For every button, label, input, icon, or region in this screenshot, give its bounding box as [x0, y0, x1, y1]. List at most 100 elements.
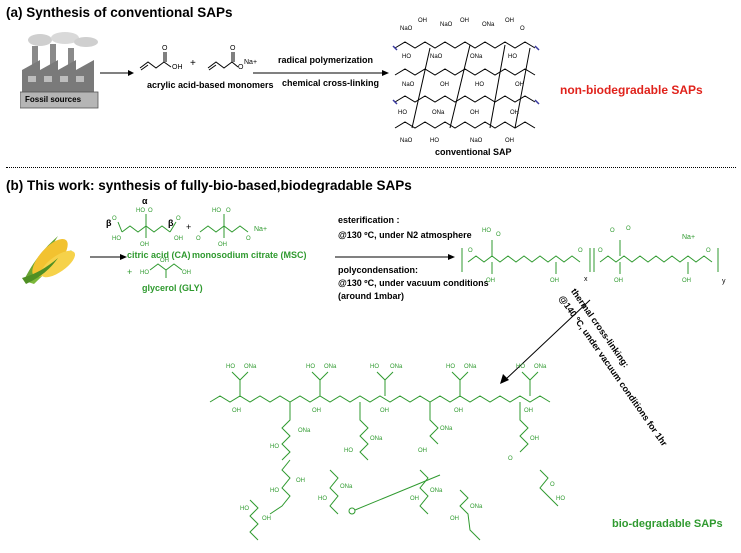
svg-text:HO: HO [306, 364, 315, 370]
svg-text:O: O [520, 26, 525, 32]
svg-text:HO: HO [516, 364, 525, 370]
plus-sign-b2: + [127, 267, 133, 277]
msc-na: Na+ [254, 226, 268, 233]
ca-label: citric acid (CA) [127, 250, 191, 260]
svg-text:NaO: NaO [470, 138, 483, 144]
svg-text:HO: HO [270, 444, 279, 450]
section-divider [6, 167, 736, 168]
condition-crosslink: chemical cross-linking [282, 78, 380, 88]
svg-text:O: O [508, 456, 513, 462]
cond-poly-detail: @130 ºC, under vacuum conditions [338, 278, 489, 288]
svg-text:O: O [196, 236, 201, 242]
factory-icon [20, 30, 110, 110]
svg-text:ONa: ONa [298, 428, 311, 434]
svg-text:OH: OH [296, 478, 305, 484]
polymer-na: Na+ [682, 234, 696, 241]
svg-text:O: O [112, 216, 117, 222]
svg-text:OH: OH [380, 408, 389, 414]
svg-text:OH: OH [524, 408, 533, 414]
svg-text:OH: OH [410, 496, 419, 502]
svg-text:OH: OH [232, 408, 241, 414]
svg-text:O: O [626, 226, 631, 232]
svg-text:ONa: ONa [244, 364, 257, 370]
condition-radical: radical polymerization [278, 55, 374, 65]
plus-sign: + [190, 58, 196, 69]
svg-text:ONa: ONa [464, 364, 477, 370]
svg-text:OH: OH [174, 236, 183, 242]
monomer-ona: O [238, 64, 244, 71]
svg-text:HO: HO [446, 364, 455, 370]
cond-poly-pressure: (around 1mbar) [338, 291, 405, 301]
svg-text:O: O [706, 248, 711, 254]
svg-text:ONa: ONa [482, 22, 495, 28]
svg-text:HO: HO [318, 496, 327, 502]
svg-text:HO: HO [140, 270, 149, 276]
svg-text:OH: OH [614, 278, 623, 284]
svg-text:OH: OH [262, 516, 271, 522]
svg-text:ONa: ONa [440, 426, 453, 432]
monomer-oh: OH [172, 64, 183, 71]
svg-text:OH: OH [515, 82, 524, 88]
svg-text:O: O [246, 236, 251, 242]
svg-text:HO: HO [344, 448, 353, 454]
plus-sign-b1: + [186, 222, 192, 232]
monomer-na: Na+ [244, 59, 258, 66]
svg-text:OH: OH [218, 242, 227, 248]
svg-text:HO: HO [398, 110, 407, 116]
alpha-label: α [142, 196, 148, 206]
svg-text:O: O [176, 216, 181, 222]
svg-text:HO: HO [112, 236, 121, 242]
svg-text:OH: OH [505, 138, 514, 144]
cond-poly-title: polycondensation: [338, 265, 419, 275]
svg-text:OH: OH [682, 278, 691, 284]
cond-ester-detail: @130 ºC, under N2 atmosphere [338, 230, 472, 240]
svg-text:NaO: NaO [430, 54, 443, 60]
beta-label-right: β [168, 218, 174, 228]
biodegradable-label: bio-degradable SAPs [612, 518, 723, 530]
svg-text:ONa: ONa [470, 54, 483, 60]
svg-text:O: O [468, 248, 473, 254]
svg-text:OH: OH [454, 408, 463, 414]
svg-text:O: O [550, 482, 555, 488]
svg-text:O: O [598, 248, 603, 254]
svg-text:O: O [496, 232, 501, 238]
svg-text:HO: HO [430, 138, 439, 144]
svg-text:OH: OH [450, 516, 459, 522]
svg-text:O: O [226, 208, 231, 214]
svg-text:NaO: NaO [400, 138, 413, 144]
svg-text:ONa: ONa [534, 364, 547, 370]
svg-text:O: O [610, 228, 615, 234]
cond-ester-title: esterification : [338, 215, 400, 225]
svg-text:HO: HO [402, 54, 411, 60]
subscript-y: y [722, 278, 726, 285]
svg-text:ONa: ONa [432, 110, 445, 116]
svg-text:OH: OH [470, 110, 479, 116]
svg-text:OH: OH [505, 18, 514, 24]
svg-text:OH: OH [486, 278, 495, 284]
beta-label-left: β [106, 218, 112, 228]
svg-text:OH: OH [460, 18, 469, 24]
gly-label: glycerol (GLY) [142, 283, 203, 293]
svg-text:ONa: ONa [430, 488, 443, 494]
svg-text:OH: OH [182, 270, 191, 276]
svg-text:ONa: ONa [390, 364, 403, 370]
section-b-title: (b) This work: synthesis of fully-bio-ba… [6, 178, 412, 193]
section-a-title: (a) Synthesis of conventional SAPs [6, 5, 233, 20]
svg-text:HO: HO [212, 208, 221, 214]
product-label: conventional SAP [435, 147, 512, 157]
svg-text:ONa: ONa [324, 364, 337, 370]
svg-text:OH: OH [140, 242, 149, 248]
monomer-label: acrylic acid-based monomers [147, 80, 274, 90]
svg-text:HO: HO [556, 496, 565, 502]
svg-text:O: O [148, 208, 153, 214]
svg-text:OH: OH [510, 110, 519, 116]
svg-text:HO: HO [482, 228, 491, 234]
subscript-x: x [584, 276, 588, 283]
svg-text:OH: OH [312, 408, 321, 414]
svg-text:HO: HO [508, 54, 517, 60]
